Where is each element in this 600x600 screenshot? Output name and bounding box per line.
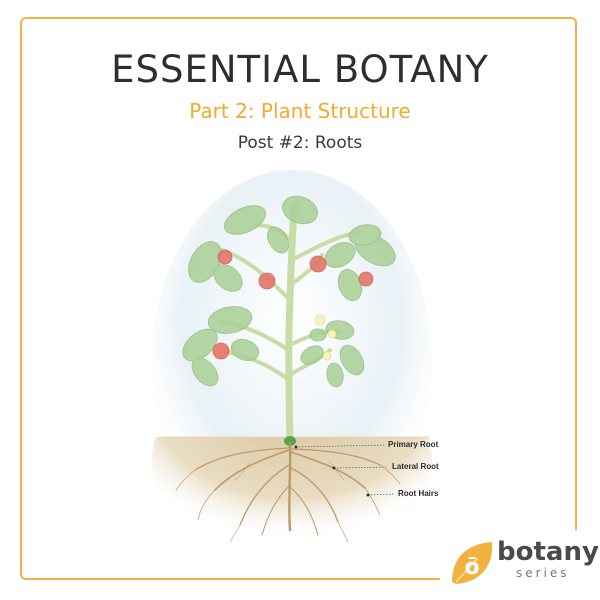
leader-dots — [294, 445, 370, 497]
post-number: Post #2: Roots — [237, 133, 363, 153]
flower — [314, 314, 326, 326]
leader-lines — [295, 444, 395, 496]
logo-wordmark: botany — [497, 537, 599, 567]
tomato — [358, 271, 374, 287]
label-primary-root: Primary Root — [388, 440, 439, 449]
leaf-logo-icon: ō — [452, 542, 493, 584]
tomato — [309, 255, 327, 273]
page-title: ESSENTIAL BOTANY — [111, 48, 489, 91]
soil-area — [152, 437, 432, 557]
roots — [175, 441, 401, 543]
flowers — [314, 314, 337, 361]
root-collar — [284, 436, 296, 446]
tomato — [258, 272, 276, 290]
label-root-hairs: Root Hairs — [398, 489, 439, 498]
tomato — [217, 249, 233, 265]
flower — [327, 329, 337, 339]
tomatoes — [212, 249, 374, 360]
label-lateral-root: Lateral Root — [392, 462, 439, 471]
flower — [322, 351, 332, 361]
leaves — [182, 195, 396, 388]
page-subtitle: Part 2: Plant Structure — [189, 99, 411, 123]
tomato — [212, 342, 230, 360]
logo-series-text: series — [516, 566, 570, 580]
brand-glyph: ō — [464, 555, 479, 580]
